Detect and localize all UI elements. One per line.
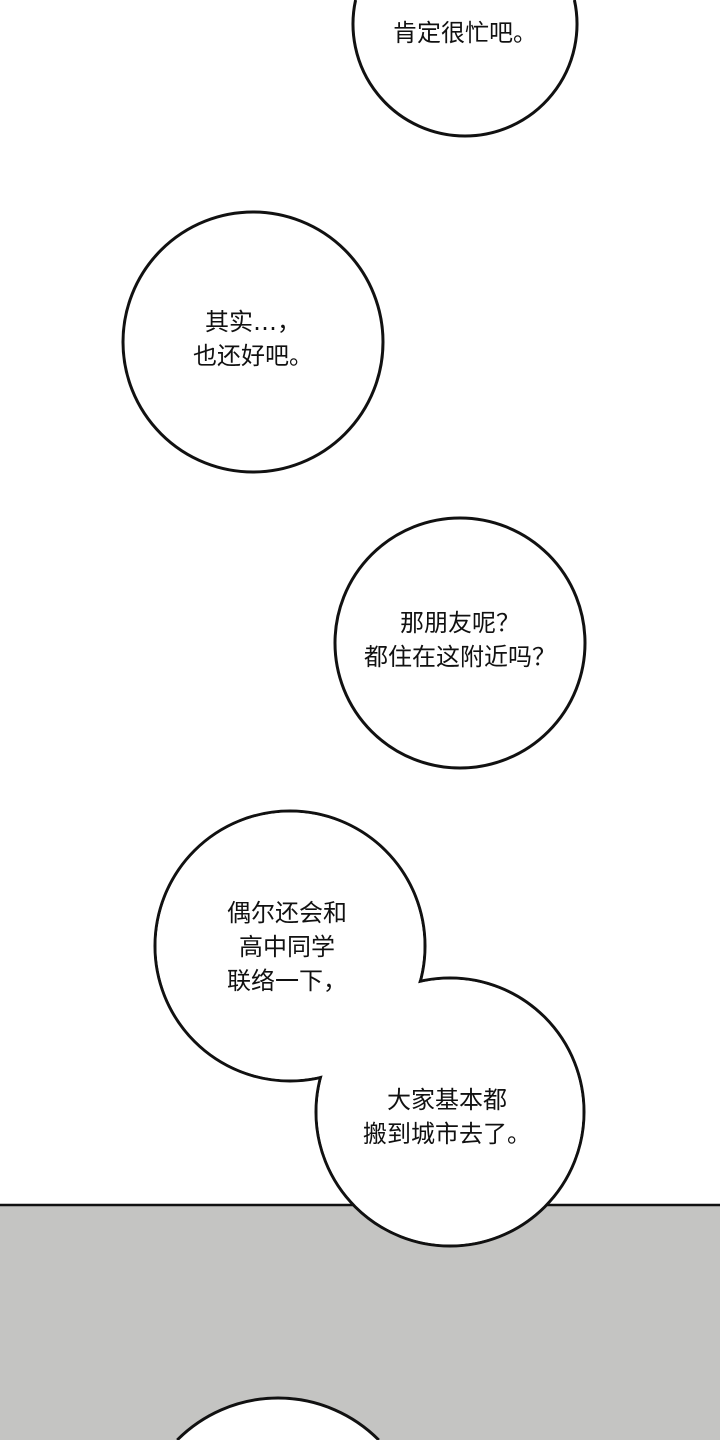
speech-bubble-1 — [353, 0, 577, 136]
speech-bubble-2 — [121, 210, 385, 474]
gray-panel — [0, 1205, 720, 1440]
bubble-3-text: 那朋友呢？ 都住在这附近吗？ — [364, 606, 556, 674]
text-line: 大家基本都 — [387, 1086, 507, 1114]
text-line: 联络一下， — [227, 967, 347, 995]
text-line: 都住在这附近吗？ — [364, 643, 556, 671]
speech-bubble-3 — [333, 516, 587, 770]
text-line: 也还好吧。 — [193, 342, 313, 370]
bubble-1-text: 肯定很忙吧。 — [393, 16, 537, 50]
text-line: 高中同学 — [239, 933, 335, 961]
text-line: 偶尔还会和 — [227, 899, 347, 927]
text-line: 搬到城市去了。 — [363, 1120, 531, 1148]
text-line: 那朋友呢？ — [400, 609, 520, 637]
bubble-4-text: 偶尔还会和 高中同学 联络一下， — [227, 896, 347, 998]
text-line: 肯定很忙吧。 — [393, 19, 537, 47]
bubble-5-text: 大家基本都 搬到城市去了。 — [363, 1083, 531, 1151]
bubble-2-text: 其实…， 也还好吧。 — [193, 305, 313, 373]
text-line: 其实…， — [205, 308, 301, 336]
